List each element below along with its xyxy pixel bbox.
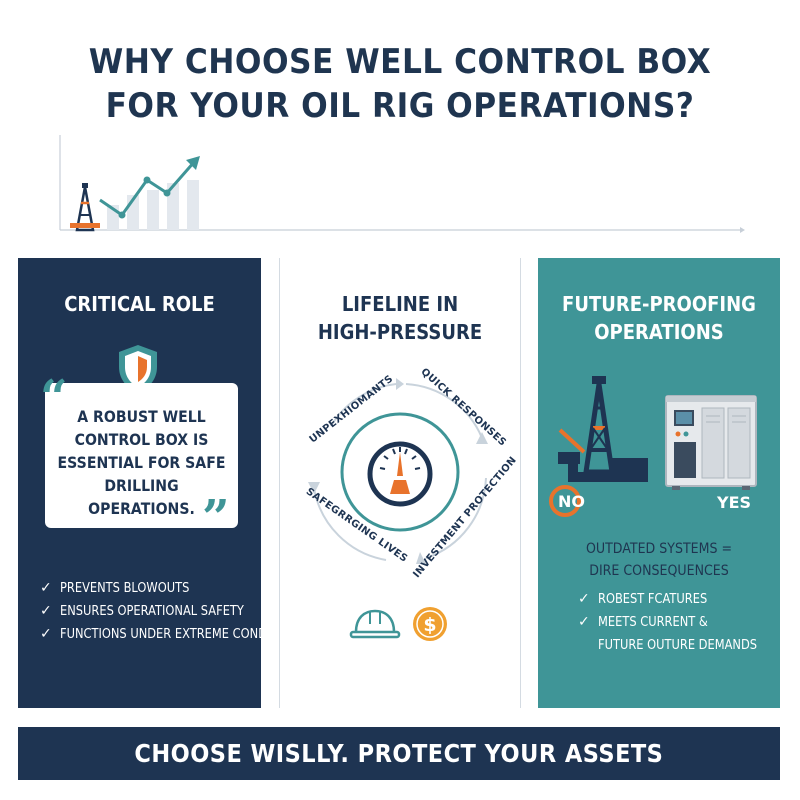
check-icon: ✓	[578, 591, 590, 607]
outdated-systems-summary: OUTDATED SYSTEMS = DIRE CONSEQUENCES	[550, 538, 768, 582]
svg-text:$: $	[423, 614, 436, 636]
control-box-icon	[665, 395, 757, 490]
hard-hat-icon	[349, 609, 401, 639]
cycle-arc	[313, 487, 387, 561]
oil-rig-icon	[558, 376, 648, 482]
trend-point	[143, 176, 151, 184]
footer-text: CHOOSE WISLLY. PROTECT YOUR ASSETS	[134, 739, 664, 768]
list-item-text: FUTURE OUTURE DEMANDS	[597, 638, 757, 653]
list-item-text: PREVENTS BLOWOUTS	[59, 581, 190, 596]
chart-bar	[187, 180, 199, 230]
cycle-arc	[425, 477, 487, 559]
pressure-gauge-icon	[367, 441, 433, 507]
cycle-arrow-icon	[476, 432, 488, 444]
no-marker-ring	[549, 485, 581, 517]
quote-card: A ROBUST WELL CONTROL BOX IS ESSENTIAL F…	[45, 383, 238, 528]
list-item-text: ENSURES OPERATIONAL SAFETY	[59, 604, 244, 619]
list-item: ✓ ENSURES OPERATIONAL SAFETY	[40, 600, 261, 623]
future-heading-line-1: FUTURE-PROOFING	[562, 292, 756, 316]
trend-point	[163, 189, 171, 197]
check-icon: ✓	[40, 603, 52, 619]
panel-divider	[279, 258, 280, 708]
cycle-arc	[405, 383, 483, 439]
oil-derrick-icon	[70, 183, 100, 232]
trend-arrow-head	[186, 156, 200, 170]
quote-line: DRILLING OPERATIONS.	[88, 476, 195, 518]
list-item-text: ROBEST FCATURES	[597, 592, 707, 607]
quote-line: ESSENTIAL FOR SAFE	[57, 453, 226, 472]
chart-bar	[147, 190, 159, 230]
future-proofing-heading: FUTURE-PROOFING OPERATIONS	[550, 290, 768, 346]
chart-axis-arrow	[740, 227, 745, 233]
lifeline-heading-line-1: LIFELINE IN	[341, 292, 459, 316]
check-icon: ✓	[40, 580, 52, 596]
dollar-coin-icon: $	[413, 607, 447, 641]
quote-line: CONTROL BOX IS	[74, 430, 209, 449]
title-line-2: FOR YOUR OIL RIG OPERATIONS?	[105, 86, 695, 126]
list-item: ✓ ROBEST FCATURES	[578, 588, 778, 611]
list-item-text: MEETS CURRENT &	[597, 615, 708, 630]
check-icon: ✓	[40, 626, 52, 642]
future-heading-line-2: OPERATIONS	[594, 320, 724, 344]
cycle-arc	[330, 383, 397, 427]
summary-line-1: OUTDATED SYSTEMS =	[585, 541, 733, 557]
inner-ring	[340, 412, 460, 532]
cycle-arrow-icon	[396, 378, 404, 390]
list-item: ✓ FUNCTIONS UNDER EXTREME CONDITIO	[40, 623, 261, 646]
lifeline-heading: LIFELINE IN HIGH-PRESSURE	[292, 290, 508, 346]
page-title: WHY CHOOSE WELL CONTROL BOX FOR YOUR OIL…	[32, 40, 768, 128]
critical-role-checklist: ✓ PREVENTS BLOWOUTS ✓ ENSURES OPERATIONAL …	[40, 577, 261, 646]
quote-text: A ROBUST WELL CONTROL BOX IS ESSENTIAL F…	[57, 405, 227, 520]
close-quote-icon: ”	[202, 490, 230, 546]
yes-label: YES	[717, 493, 752, 512]
quote-line: A ROBUST WELL	[77, 407, 206, 426]
list-item-text: FUNCTIONS UNDER EXTREME CONDITIO	[59, 627, 261, 642]
lifeline-heading-line-2: HIGH-PRESSURE	[317, 320, 483, 344]
growth-chart-illustration	[59, 135, 745, 233]
summary-line-2: DIRE CONSEQUENCES	[589, 563, 729, 579]
critical-role-heading: CRITICAL ROLE	[64, 292, 215, 316]
open-quote-icon: “	[40, 370, 68, 426]
list-item: ✓ MEETS CURRENT &	[578, 611, 778, 634]
trend-point	[118, 211, 126, 219]
shield-icon	[119, 345, 157, 393]
list-item: ✓FUTURE OUTURE DEMANDS	[578, 634, 778, 657]
title-line-1: WHY CHOOSE WELL CONTROL BOX	[88, 42, 712, 82]
no-label: NO	[558, 492, 585, 511]
footer-banner: CHOOSE WISLLY. PROTECT YOUR ASSETS	[18, 727, 780, 780]
check-icon: ✓	[578, 614, 590, 630]
cycle-arrow-icon	[416, 552, 426, 564]
future-proofing-checklist: ✓ ROBEST FCATURES ✓ MEETS CURRENT & ✓FUTUR…	[578, 588, 778, 657]
panel-divider	[520, 258, 521, 708]
cycle-arrow-icon	[308, 482, 320, 494]
lifeline-cycle-diagram	[308, 378, 488, 564]
list-item: ✓ PREVENTS BLOWOUTS	[40, 577, 261, 600]
